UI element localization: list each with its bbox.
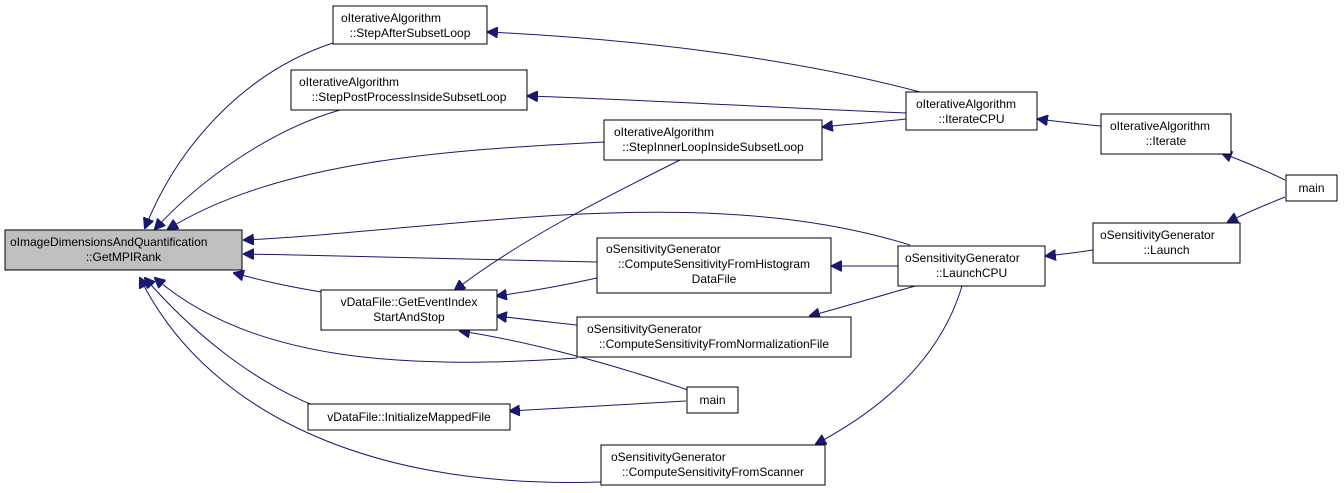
svg-text:oIterativeAlgorithm: oIterativeAlgorithm [299, 75, 399, 89]
edge-computescanner-to-getmpirank [140, 278, 602, 483]
edges [140, 32, 1286, 483]
node-label-line: ::GetMPIRank [86, 250, 162, 264]
svg-text:oSensitivityGenerator: oSensitivityGenerator [606, 242, 721, 256]
svg-text:oImageDimensionsAndQuantificat: oImageDimensionsAndQuantification [10, 235, 207, 249]
edge-iteratecpu-to-stepaftersubsetloop [488, 32, 921, 93]
node-label-line: main [699, 393, 725, 407]
node-launch[interactable]: oSensitivityGenerator ::Launch [1092, 222, 1241, 264]
edge-launchcpu-to-computescanner [816, 285, 963, 444]
node-label-line: ::ComputeSensitivityFromScanner [622, 465, 804, 479]
node-label-line: ::IterateCPU [938, 112, 1004, 126]
node-label-line: oSensitivityGenerator [905, 251, 1020, 265]
edge-computehistogram-to-geteventindex [497, 277, 598, 296]
svg-text:oIterativeAlgorithm: oIterativeAlgorithm [614, 125, 714, 139]
svg-text:vDataFile::GetEventIndex: vDataFile::GetEventIndex [341, 295, 478, 309]
svg-text:::StepPostProcessInsideSubsetL: ::StepPostProcessInsideSubsetLoop [312, 90, 507, 104]
node-label-line: oSensitivityGenerator [1100, 228, 1215, 242]
node-label-line: oIterativeAlgorithm [299, 75, 399, 89]
svg-text:::Iterate: ::Iterate [1146, 134, 1187, 148]
node-label-line: oSensitivityGenerator [587, 322, 702, 336]
node-initializemapped[interactable]: vDataFile::InitializeMappedFile [307, 403, 511, 431]
node-steppostprocess[interactable]: oIterativeAlgorithm ::StepPostProcessIns… [290, 69, 528, 111]
svg-text:StartAndStop: StartAndStop [373, 310, 445, 324]
svg-text:oSensitivityGenerator: oSensitivityGenerator [905, 251, 1020, 265]
edge-main-center-to-geteventindex [460, 331, 689, 391]
svg-text:::ComputeSensitivityFromScanne: ::ComputeSensitivityFromScanner [622, 465, 804, 479]
edge-main-center-to-initializemapped [510, 400, 687, 411]
node-label-line: ::Iterate [1146, 134, 1187, 148]
edge-main-to-iterate [1222, 153, 1286, 181]
edge-geteventindex-to-getmpirank [234, 273, 322, 293]
node-getmpirank[interactable]: oImageDimensionsAndQuantification ::GetM… [4, 229, 243, 271]
node-label-line: ::StepInnerLoopInsideSubsetLoop [622, 140, 804, 154]
node-label-line: ::StepPostProcessInsideSubsetLoop [312, 90, 507, 104]
node-label-line: vDataFile::GetEventIndex [341, 295, 478, 309]
node-label-line: oImageDimensionsAndQuantification [10, 235, 207, 249]
svg-text:oSensitivityGenerator: oSensitivityGenerator [611, 450, 726, 464]
node-label-line: ::StepAfterSubsetLoop [350, 26, 471, 40]
node-label-line: StartAndStop [373, 310, 445, 324]
node-label-line: oSensitivityGenerator [611, 450, 726, 464]
node-label-line: oIterativeAlgorithm [341, 11, 441, 25]
edge-launchcpu-to-getmpirank [244, 211, 911, 245]
svg-text:main: main [699, 393, 725, 407]
svg-text:::StepAfterSubsetLoop: ::StepAfterSubsetLoop [350, 26, 471, 40]
svg-text:oSensitivityGenerator: oSensitivityGenerator [1100, 228, 1215, 242]
node-iteratecpu[interactable]: oIterativeAlgorithm ::IterateCPU [905, 91, 1038, 131]
node-label-line: oIterativeAlgorithm [1110, 119, 1210, 133]
edge-stepinnerloop-to-geteventindex [455, 159, 681, 290]
node-label-line: main [1298, 181, 1324, 195]
edge-computenormalization-to-getmpirank [155, 278, 578, 363]
node-label-line: oSensitivityGenerator [606, 242, 721, 256]
node-main-center[interactable]: main [686, 386, 739, 414]
edge-iteratecpu-to-steppostprocess [528, 96, 907, 114]
edge-initializemapped-to-getmpirank [145, 278, 316, 407]
node-stepinnerloop[interactable]: oIterativeAlgorithm ::StepInnerLoopInsid… [603, 119, 823, 161]
edge-main-to-launch [1228, 196, 1286, 222]
svg-text:oSensitivityGenerator: oSensitivityGenerator [587, 322, 702, 336]
edge-iterate-to-iteratecpu [1038, 119, 1102, 127]
node-label-line: ::Launch [1143, 243, 1189, 257]
svg-text:oIterativeAlgorithm: oIterativeAlgorithm [916, 97, 1016, 111]
node-computenormalization[interactable]: oSensitivityGenerator ::ComputeSensitivi… [576, 316, 852, 358]
node-computehistogram[interactable]: oSensitivityGenerator ::ComputeSensitivi… [596, 237, 832, 294]
edge-computenormalization-to-geteventindex [497, 316, 578, 326]
edge-computehistogram-to-getmpirank [244, 254, 598, 263]
node-label-line: ::ComputeSensitivityFromNormalizationFil… [599, 337, 829, 351]
svg-text:::Launch: ::Launch [1143, 243, 1189, 257]
node-main-right[interactable]: main [1285, 174, 1338, 202]
edge-stepaftersubsetloop-to-getmpirank [145, 42, 334, 228]
svg-text:::GetMPIRank: ::GetMPIRank [86, 250, 162, 264]
node-label-line: vDataFile::InitializeMappedFile [327, 410, 491, 424]
svg-text:main: main [1298, 181, 1324, 195]
svg-text:::LaunchCPU: ::LaunchCPU [936, 266, 1007, 280]
svg-text:::IterateCPU: ::IterateCPU [938, 112, 1004, 126]
svg-text:::ComputeSensitivityFromHistog: ::ComputeSensitivityFromHistogram [618, 257, 810, 271]
node-label-line: ::ComputeSensitivityFromHistogram [618, 257, 810, 271]
node-label-line: ::LaunchCPU [936, 266, 1007, 280]
edge-launch-to-launchcpu [1046, 250, 1094, 256]
edge-launchcpu-to-computenormalization [810, 285, 916, 316]
edge-iteratecpu-to-stepinnerloop [823, 118, 907, 127]
node-geteventindex[interactable]: vDataFile::GetEventIndex StartAndStop [320, 289, 498, 331]
node-iterate[interactable]: oIterativeAlgorithm ::Iterate [1100, 113, 1232, 155]
svg-text:vDataFile::InitializeMappedFil: vDataFile::InitializeMappedFile [327, 410, 491, 424]
svg-text:::StepInnerLoopInsideSubsetLoo: ::StepInnerLoopInsideSubsetLoop [622, 140, 804, 154]
node-computescanner[interactable]: oSensitivityGenerator ::ComputeSensitivi… [600, 444, 826, 486]
node-label-line: oIterativeAlgorithm [916, 97, 1016, 111]
edge-steppostprocess-to-getmpirank [155, 109, 341, 229]
svg-text:::ComputeSensitivityFromNormal: ::ComputeSensitivityFromNormalizationFil… [599, 337, 829, 351]
svg-text:oIterativeAlgorithm: oIterativeAlgorithm [1110, 119, 1210, 133]
node-stepaftersubsetloop[interactable]: oIterativeAlgorithm ::StepAfterSubsetLoo… [332, 5, 488, 45]
svg-text:DataFile: DataFile [692, 272, 737, 286]
node-label-line: oIterativeAlgorithm [614, 125, 714, 139]
node-launchcpu[interactable]: oSensitivityGenerator ::LaunchCPU [897, 245, 1046, 287]
node-label-line: DataFile [692, 272, 737, 286]
svg-text:oIterativeAlgorithm: oIterativeAlgorithm [341, 11, 441, 25]
edge-stepinnerloop-to-getmpirank [168, 141, 605, 229]
